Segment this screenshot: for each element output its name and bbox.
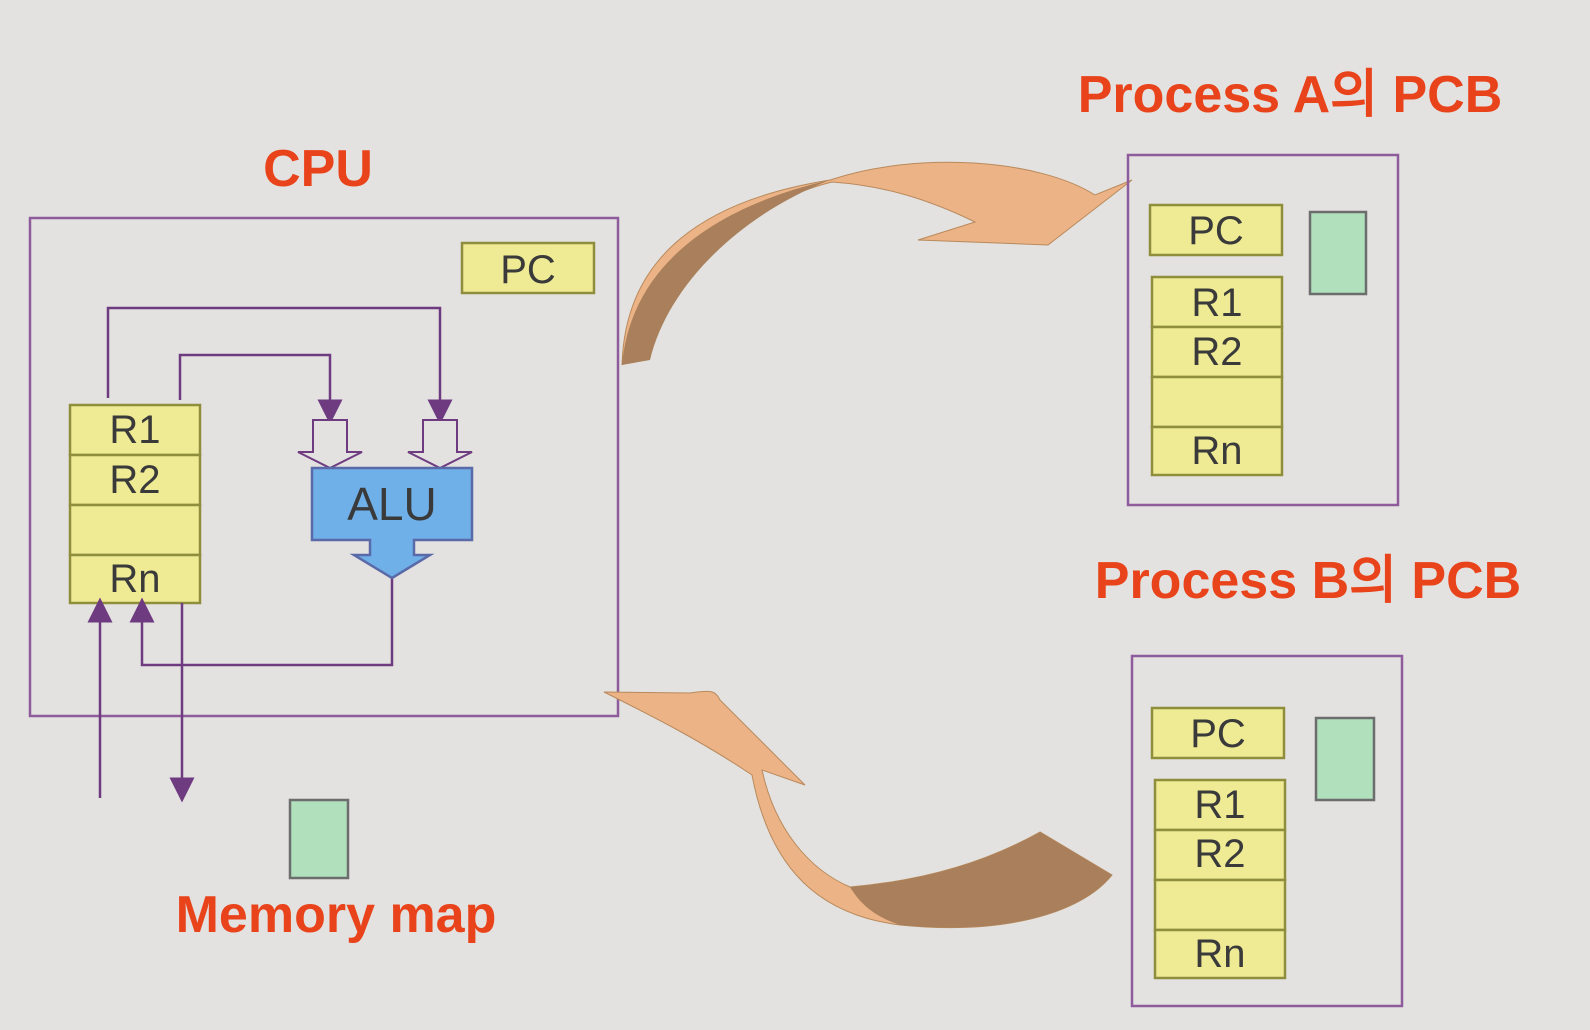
pcb-b-register-rn-label: Rn xyxy=(1194,932,1245,976)
memory-map-block xyxy=(288,798,350,880)
register-alu-wires xyxy=(87,306,453,803)
memory-map-label: Memory map xyxy=(176,886,497,944)
pcb-a-register-empty xyxy=(1150,375,1284,429)
alu-input-a-icon xyxy=(297,419,363,470)
cpu-register-empty xyxy=(68,503,202,557)
pcb-a-title: Process A의 PCB xyxy=(1078,66,1503,124)
pcb-b-register-r1-label: R1 xyxy=(1194,783,1245,827)
pcb-b-register-r2 xyxy=(1153,828,1287,882)
cpu-register-file: R1 R2 Rn xyxy=(68,403,202,605)
pcb-a-box xyxy=(1126,153,1400,507)
cpu-register-r2-label: R2 xyxy=(109,458,160,502)
alu-input-b-icon xyxy=(407,419,473,470)
pcb-b-pc-label: PC xyxy=(1190,712,1246,756)
pcb-b-register-empty xyxy=(1153,878,1287,932)
cpu-register-r1-label: R1 xyxy=(109,408,160,452)
pcb-a-register-file: R1 R2 Rn xyxy=(1150,275,1284,477)
load-state-arrow-icon xyxy=(603,690,1113,929)
pcb-b-register-file: R1 R2 Rn xyxy=(1153,778,1287,980)
pcb-b-box xyxy=(1130,654,1404,1008)
cpu-pc-label: PC xyxy=(500,248,556,292)
pcb-b-pc-register: PC xyxy=(1150,706,1286,760)
save-state-arrow-icon xyxy=(621,161,1133,366)
pcb-a-pc-label: PC xyxy=(1188,209,1244,253)
pcb-a-register-rn-label: Rn xyxy=(1191,429,1242,473)
alu-label: ALU xyxy=(347,478,436,530)
cpu-register-r2 xyxy=(68,453,202,507)
pcb-a-register-rn xyxy=(1150,425,1284,477)
cpu-register-rn-label: Rn xyxy=(109,557,160,601)
pcb-b-register-rn xyxy=(1153,928,1287,980)
pcb-b-memory-map-block xyxy=(1314,716,1376,802)
cpu-pc-register: PC xyxy=(460,241,596,295)
pcb-a-pc-register: PC xyxy=(1148,203,1284,257)
pcb-b-title: Process B의 PCB xyxy=(1095,552,1521,610)
pcb-a-register-r1-label: R1 xyxy=(1191,281,1242,325)
cpu-register-rn xyxy=(68,553,202,605)
cpu-box xyxy=(28,216,620,718)
pcb-a-memory-map-block xyxy=(1308,210,1368,296)
pcb-b-register-r2-label: R2 xyxy=(1194,832,1245,876)
cpu-title: CPU xyxy=(263,140,373,198)
pcb-a-register-r2-label: R2 xyxy=(1191,330,1242,374)
alu: ALU xyxy=(297,419,474,580)
